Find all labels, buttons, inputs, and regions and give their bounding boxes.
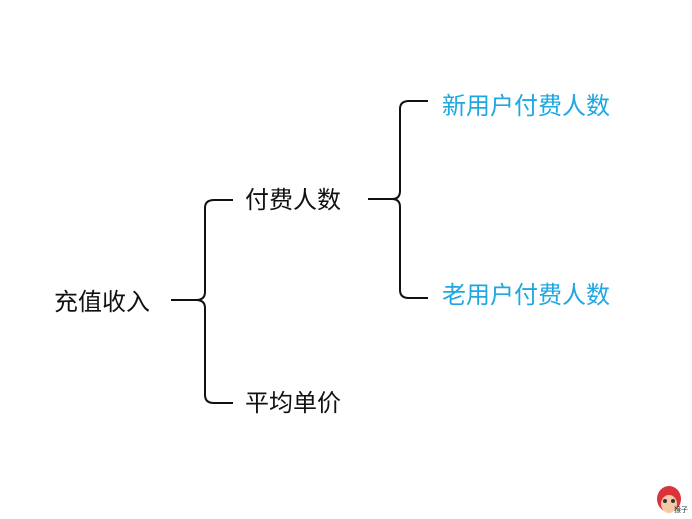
node-new-paid-users: 新用户付费人数 xyxy=(442,92,610,120)
monkey-logo-icon xyxy=(657,486,681,513)
brace-root xyxy=(171,199,233,404)
watermark-text: 猴子 xyxy=(674,506,688,514)
node-recharge-revenue: 充值收入 xyxy=(54,288,150,316)
node-old-paid-users: 老用户付费人数 xyxy=(442,281,610,309)
brace-paid-users xyxy=(368,100,428,299)
node-average-price: 平均单价 xyxy=(245,389,341,417)
node-paid-users: 付费人数 xyxy=(245,186,341,214)
